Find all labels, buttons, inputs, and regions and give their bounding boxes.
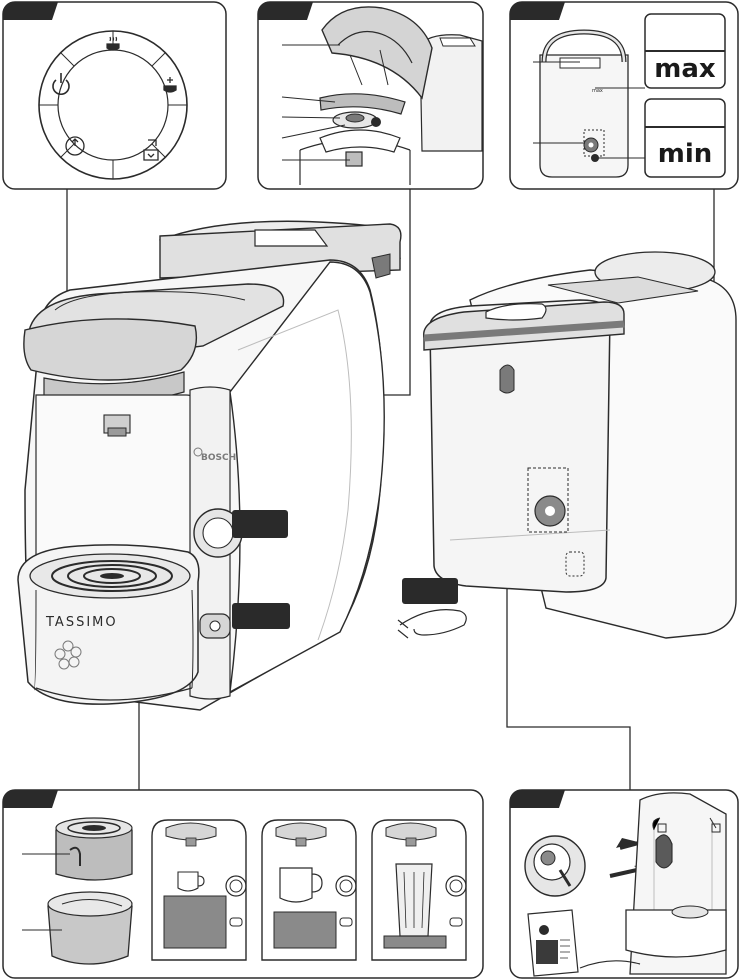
power-callout-tab (232, 603, 290, 629)
panel-tab (258, 2, 313, 20)
tassimo-machine-back (397, 251, 737, 639)
cup-stand-bottom-part (47, 891, 133, 965)
panel-tab (3, 2, 58, 20)
min-marker-box: min (644, 98, 726, 178)
filter-instruction-leaflet (527, 909, 579, 977)
tank-interior-filter-slot (579, 792, 727, 975)
cord-callout-tab (402, 578, 458, 604)
machine-mug (261, 819, 357, 961)
cup-stand-top-part (55, 817, 133, 881)
tassimo-machine-front: BOSCH TASSIMO (17, 220, 402, 711)
svg-text:max: max (592, 88, 603, 94)
panel-brew-head (257, 1, 484, 190)
machine-tall-glass (371, 819, 467, 961)
max-marker-box: max (644, 13, 726, 89)
power-switch[interactable] (199, 613, 231, 639)
control-dial-button[interactable] (193, 508, 243, 558)
panel-filter (509, 789, 739, 979)
cup-stand[interactable]: TASSIMO (17, 544, 200, 705)
panel-tab (510, 790, 565, 808)
steam-cup-icon (106, 36, 120, 51)
descale-icon (143, 139, 159, 161)
tassimo-logo-text: TASSIMO (45, 615, 118, 630)
tassimo-flower-logo (54, 640, 82, 670)
machine-espresso-cup (151, 819, 247, 961)
min-label: min (658, 139, 713, 169)
max-label: max (654, 54, 716, 84)
brew-lid (321, 6, 433, 100)
panel-cup-heights (2, 789, 484, 979)
panel-water-tank-levels: max max min (509, 1, 739, 190)
water-filter-cartridge (524, 835, 586, 897)
panel-tab (3, 790, 58, 808)
panel-control-dial (2, 1, 227, 190)
power-icon (52, 73, 70, 95)
cup-plus-icon (163, 77, 177, 93)
water-tank-small (539, 54, 629, 178)
water-tank-large[interactable] (423, 299, 625, 593)
bosch-brand-label: BOSCH (201, 453, 236, 463)
panel-tab (510, 2, 565, 20)
warning-icon (65, 136, 85, 156)
dial-callout-tab (232, 510, 288, 538)
